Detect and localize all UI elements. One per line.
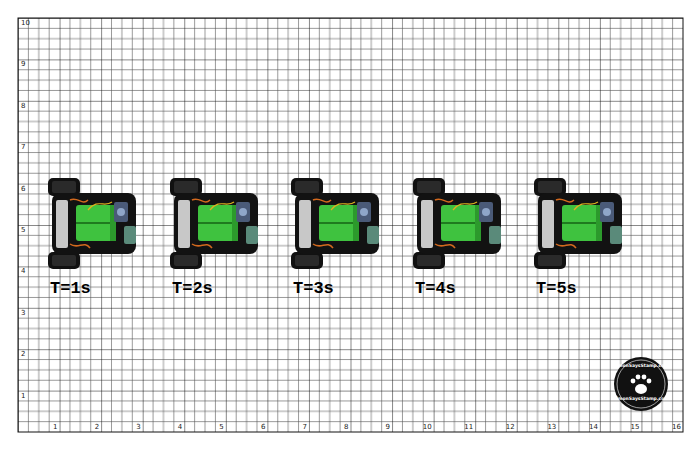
x-axis-number: 13: [547, 424, 556, 431]
x-axis-number: 1: [53, 424, 57, 431]
time-label: T=4s: [415, 280, 456, 297]
y-axis-number: 7: [21, 144, 25, 151]
x-axis-number: 10: [423, 424, 432, 431]
x-axis-number: 6: [261, 424, 265, 431]
x-axis-number: 2: [95, 424, 99, 431]
x-axis-number: 7: [302, 424, 306, 431]
y-axis-number: 1: [21, 393, 25, 400]
x-axis-number: 8: [344, 424, 348, 431]
y-axis-number: 2: [21, 351, 25, 358]
x-axis-number: 3: [136, 424, 140, 431]
y-axis-number: 10: [21, 20, 30, 27]
watermark-text: SimonSaysStamp.com: [613, 397, 669, 402]
x-axis-number: 15: [631, 424, 640, 431]
x-axis-number: 16: [672, 424, 681, 431]
time-label: T=1s: [50, 280, 91, 297]
time-label: T=5s: [536, 280, 577, 297]
y-axis-number: 6: [21, 186, 25, 193]
y-axis-number: 8: [21, 103, 25, 110]
time-label: T=3s: [293, 280, 334, 297]
x-axis-number: 11: [464, 424, 473, 431]
x-axis-number: 9: [386, 424, 390, 431]
time-label: T=2s: [172, 280, 213, 297]
y-axis-number: 9: [21, 61, 25, 68]
y-axis-number: 3: [21, 310, 25, 317]
y-axis-number: 5: [21, 227, 25, 234]
x-axis-number: 4: [178, 424, 182, 431]
watermark-text: SimonSaysStamp.com: [613, 364, 669, 369]
y-axis-number: 4: [21, 268, 25, 275]
x-axis-number: 14: [589, 424, 598, 431]
x-axis-number: 12: [506, 424, 515, 431]
x-axis-number: 5: [219, 424, 223, 431]
